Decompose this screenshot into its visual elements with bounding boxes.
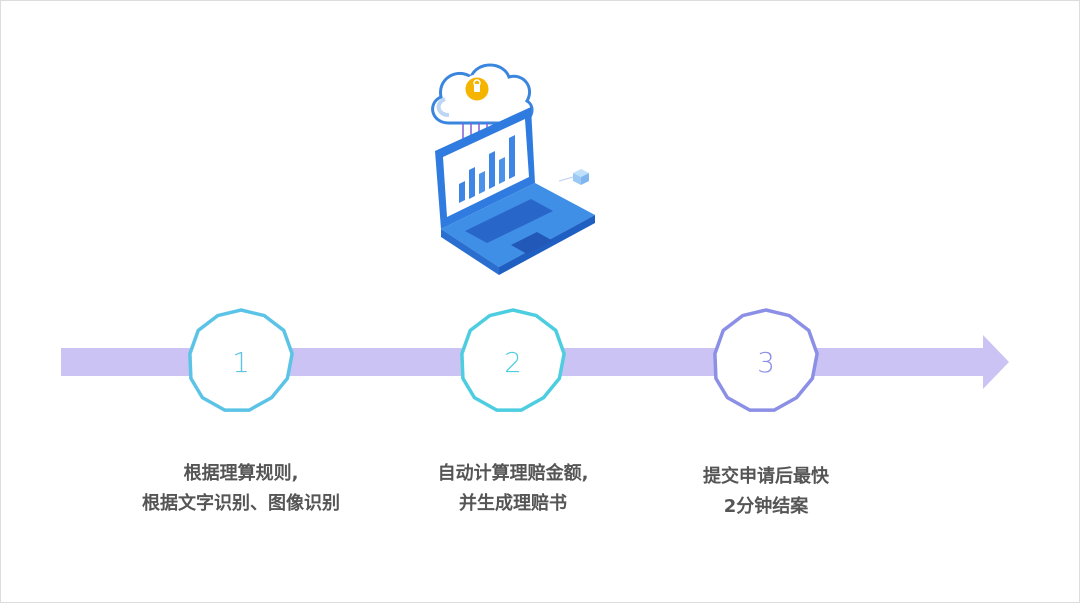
step-3-description: 提交申请后最快 2分钟结案 xyxy=(616,462,916,522)
step-3-node: 3 xyxy=(710,306,822,418)
polygon-outline-icon xyxy=(460,308,566,412)
step-3-line-1: 提交申请后最快 xyxy=(703,466,829,487)
cloud-laptop-illustration xyxy=(419,53,615,285)
step-2-description: 自动计算理赔金额, 并生成理赔书 xyxy=(363,459,663,519)
step-2-number: 2 xyxy=(504,345,522,379)
cloud-laptop-analytics-icon xyxy=(431,63,595,275)
step-1-node: 1 xyxy=(185,306,297,418)
step-1-line-2: 根据文字识别、图像识别 xyxy=(142,493,340,514)
step-1-description: 根据理算规则, 根据文字识别、图像识别 xyxy=(91,459,391,519)
step-3-number: 3 xyxy=(757,345,775,379)
step-1-line-1: 根据理算规则, xyxy=(183,463,299,484)
polygon-outline-icon xyxy=(188,308,294,412)
step-3-line-2: 2分钟结案 xyxy=(723,496,809,517)
step-2-line-2: 并生成理赔书 xyxy=(459,493,567,514)
step-1-number: 1 xyxy=(232,345,250,379)
polygon-outline-icon xyxy=(713,308,819,412)
step-2-line-1: 自动计算理赔金额, xyxy=(437,463,589,484)
step-2-node: 2 xyxy=(457,306,569,418)
